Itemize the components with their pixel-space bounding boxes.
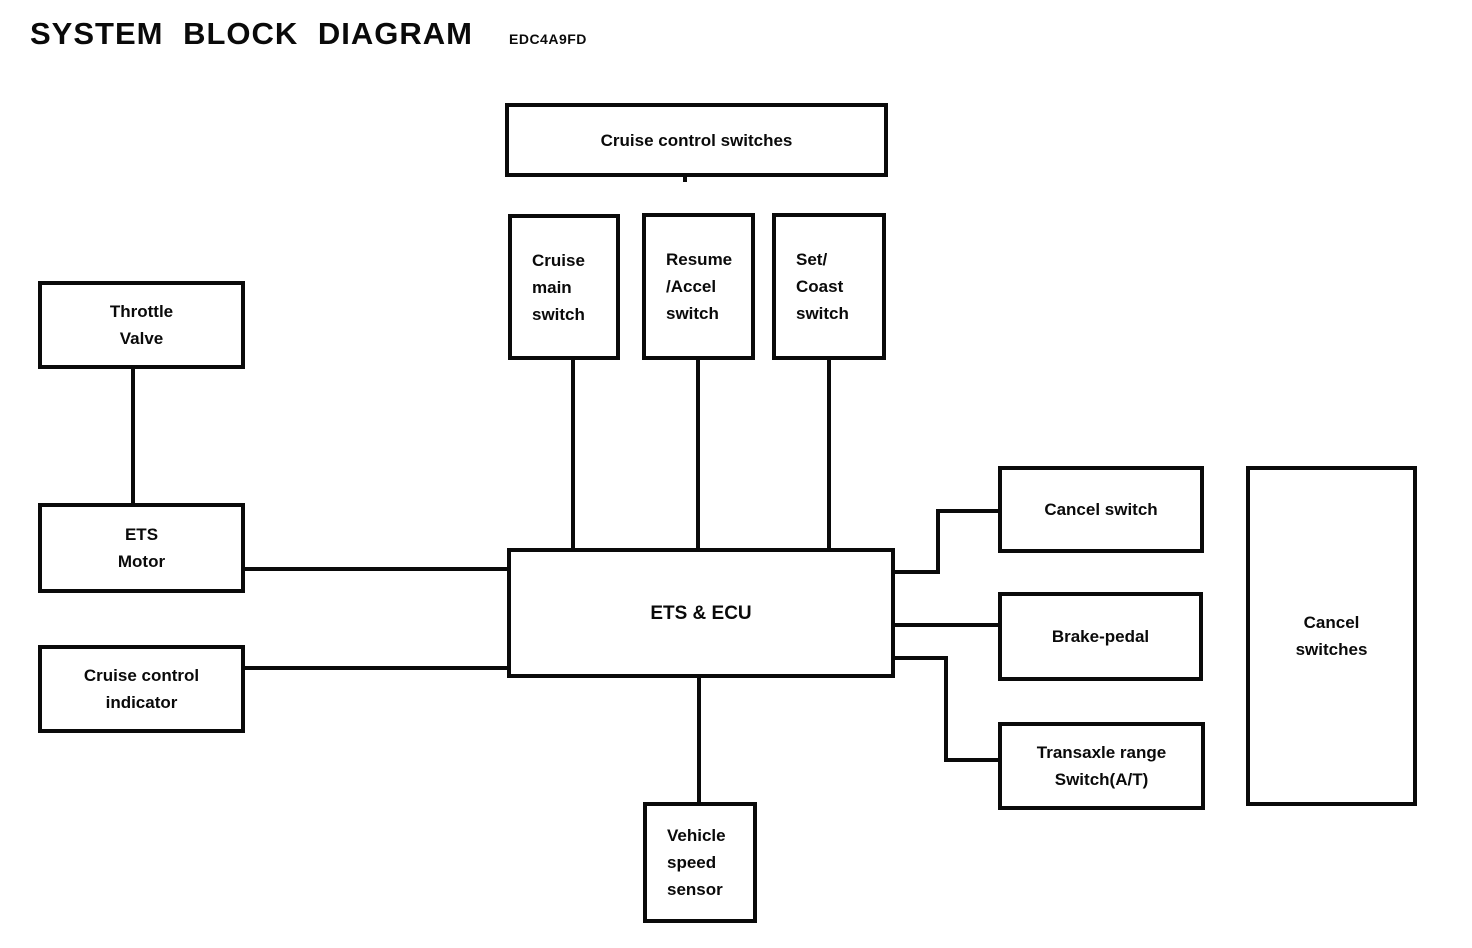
connector-ets-ecu-to-vehicle-speed-sensor: [697, 676, 701, 804]
node-cruise-control-indicator-line1: Cruise control: [83, 666, 200, 685]
connector-set-coast-switch-to-ets-ecu: [827, 358, 831, 550]
node-transaxle-range-switch-line1: Transaxle range: [1036, 743, 1167, 762]
node-set-coast-switch: Set/ Coast switch: [772, 213, 886, 360]
connector-ets-ecu-to-transaxle-seg1: [893, 656, 948, 660]
connector-ets-motor-to-ets-ecu: [243, 567, 509, 571]
node-vehicle-speed-sensor-line2: speed: [667, 853, 717, 872]
node-brake-pedal-label: Brake-pedal: [1051, 627, 1150, 646]
connector-ets-ecu-to-transaxle-seg3: [944, 758, 1000, 762]
node-cancel-switches-line2: switches: [1295, 640, 1368, 659]
node-cancel-switches-line1: Cancel: [1303, 613, 1360, 632]
node-cruise-control-indicator-line2: indicator: [105, 693, 178, 712]
connector-ets-ecu-to-cancel-switch-seg3: [936, 509, 1000, 513]
node-cancel-switches: Cancel switches: [1246, 466, 1417, 806]
node-brake-pedal: Brake-pedal: [998, 592, 1203, 681]
connector-ets-ecu-to-cancel-switch-seg1: [893, 570, 940, 574]
node-throttle-valve-line2: Valve: [119, 329, 164, 348]
node-cruise-control-switches-label: Cruise control switches: [600, 130, 793, 150]
node-cruise-main-switch-line3: switch: [532, 304, 585, 324]
node-set-coast-switch-line2: Coast: [796, 277, 844, 296]
node-cancel-switch-label: Cancel switch: [1044, 500, 1158, 519]
node-set-coast-switch-line1: Set/: [796, 250, 828, 269]
node-cancel-switch: Cancel switch: [998, 466, 1204, 553]
node-ets-motor-line2: Motor: [117, 552, 166, 571]
diagram-code: EDC4A9FD: [509, 31, 587, 47]
node-ets-motor: ETS Motor: [38, 503, 245, 593]
node-resume-accel-switch-line3: switch: [666, 304, 719, 323]
node-cruise-control-switches: Cruise control switches: [505, 103, 888, 177]
node-cruise-main-switch: Cruise main switch: [508, 214, 620, 360]
node-cruise-main-switch-line2: main: [532, 277, 572, 297]
node-resume-accel-switch-line2: /Accel: [666, 277, 717, 296]
connector-stub-cruise-control-switches: [683, 175, 687, 182]
connector-cruise-control-indicator-to-ets-ecu: [243, 666, 509, 670]
node-resume-accel-switch: Resume /Accel switch: [642, 213, 755, 360]
node-transaxle-range-switch: Transaxle range Switch(A/T): [998, 722, 1205, 810]
connector-ets-ecu-to-cancel-switch-seg2: [936, 509, 940, 574]
connector-throttle-valve-to-ets-motor: [131, 366, 135, 506]
page-title: SYSTEM BLOCK DIAGRAM: [30, 16, 473, 51]
connector-cruise-main-switch-to-ets-ecu: [571, 358, 575, 550]
node-ets-ecu-label: ETS & ECU: [650, 602, 752, 624]
node-set-coast-switch-line3: switch: [796, 304, 849, 323]
node-ets-ecu: ETS & ECU: [507, 548, 895, 678]
node-vehicle-speed-sensor-line3: sensor: [667, 880, 723, 899]
node-throttle-valve: Throttle Valve: [38, 281, 245, 369]
connector-ets-ecu-to-brake-pedal: [893, 623, 1000, 627]
connector-ets-ecu-to-transaxle-seg2: [944, 656, 948, 762]
node-cruise-control-indicator: Cruise control indicator: [38, 645, 245, 733]
node-vehicle-speed-sensor-line1: Vehicle: [667, 826, 726, 845]
node-transaxle-range-switch-line2: Switch(A/T): [1054, 770, 1149, 789]
node-throttle-valve-line1: Throttle: [109, 302, 174, 321]
node-resume-accel-switch-line1: Resume: [666, 250, 733, 269]
node-cruise-main-switch-line1: Cruise: [532, 250, 585, 270]
node-ets-motor-line1: ETS: [124, 525, 159, 544]
diagram-header: SYSTEM BLOCK DIAGRAM EDC4A9FD: [30, 16, 587, 52]
node-vehicle-speed-sensor: Vehicle speed sensor: [643, 802, 757, 923]
connector-resume-accel-switch-to-ets-ecu: [696, 358, 700, 550]
